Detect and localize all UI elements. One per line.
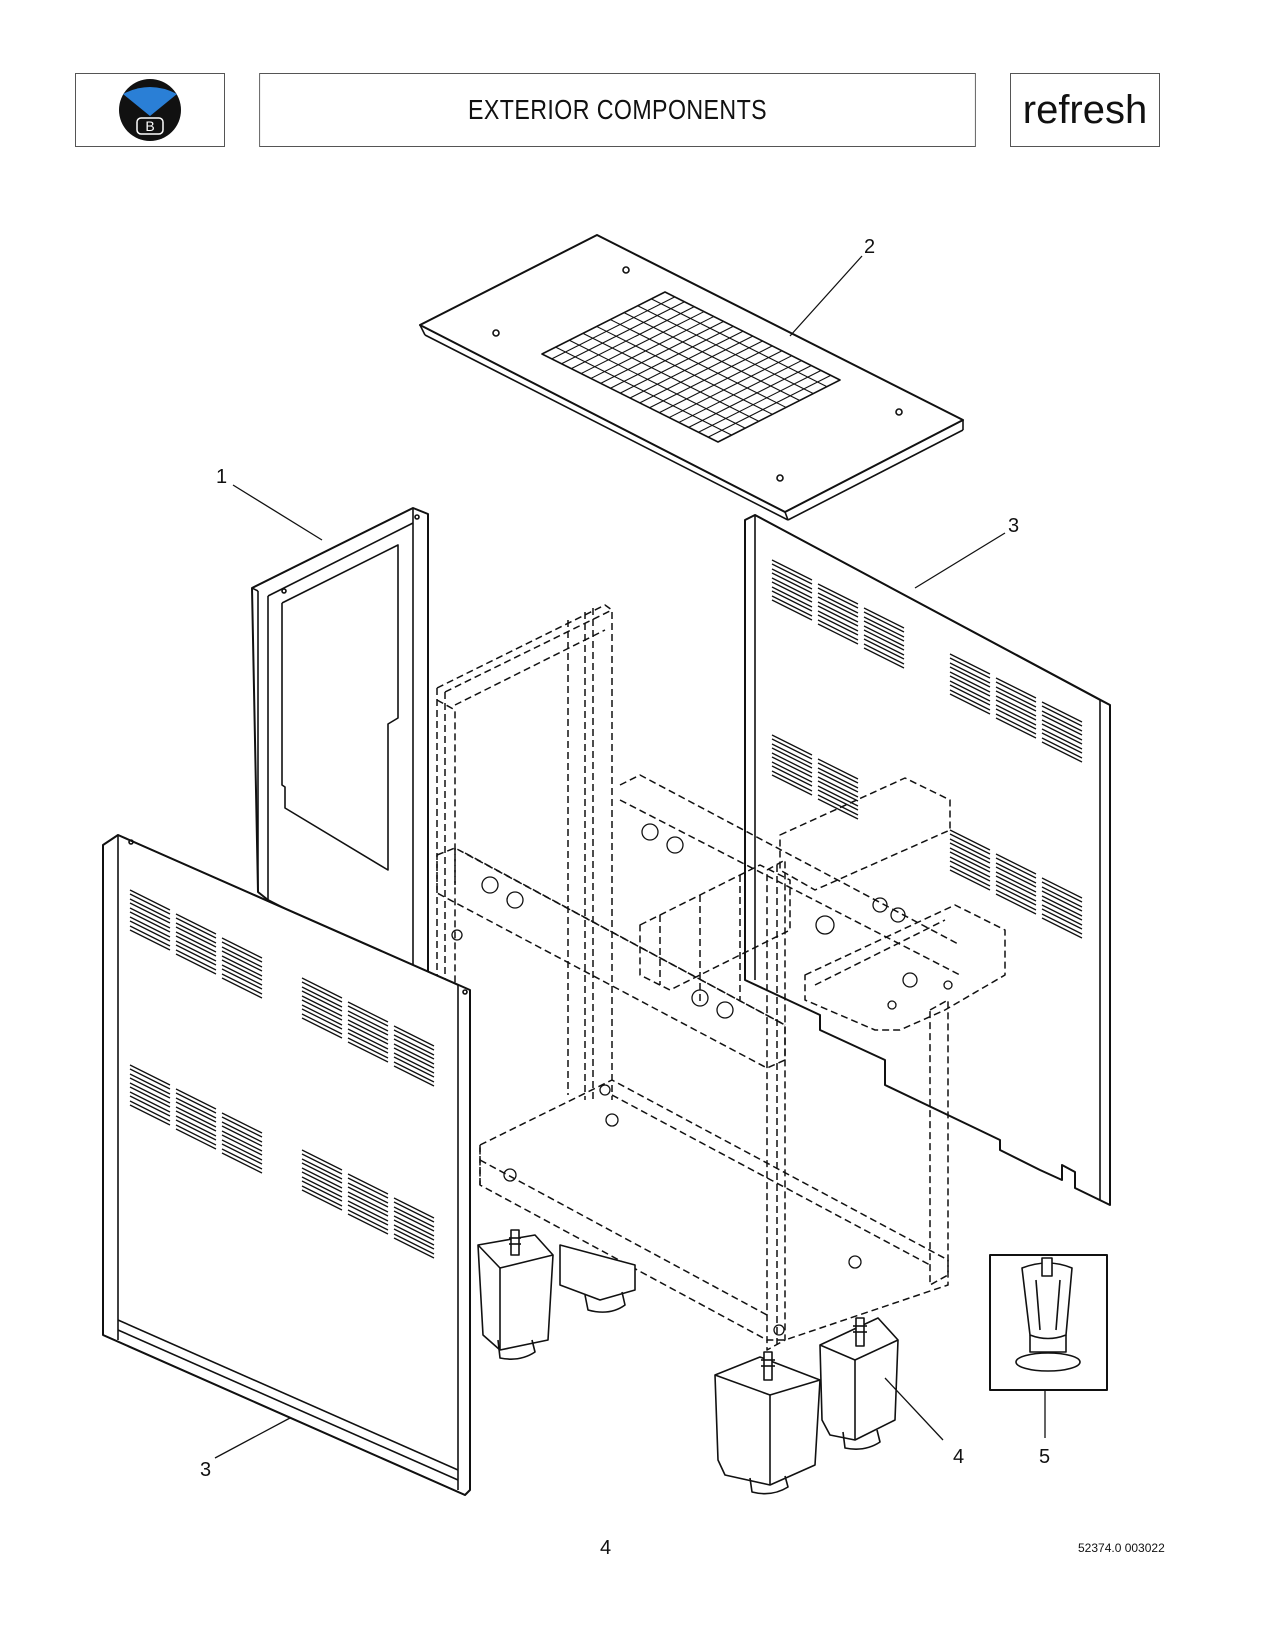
callout-1: 1 (216, 466, 227, 488)
leveling-legs (477, 1229, 899, 1495)
frame-holes (451, 823, 953, 1336)
page-number: 4 (600, 1537, 612, 1559)
page-title: EXTERIOR COMPONENTS (259, 73, 976, 147)
leg-front-right (819, 1317, 899, 1450)
leg-rear-left (477, 1229, 554, 1360)
brand-name: refresh (1010, 73, 1160, 147)
callout-3-front: 3 (200, 1459, 211, 1481)
front-panel (102, 834, 471, 1496)
callout-5: 5 (1039, 1446, 1050, 1468)
callout-2: 2 (864, 236, 875, 258)
top-cover (419, 234, 964, 521)
leg-rear-middle (559, 1244, 636, 1313)
page-title-text: EXTERIOR COMPONENTS (468, 94, 767, 125)
cabinet-frame (436, 604, 1006, 1351)
callout-4: 4 (953, 1446, 964, 1468)
document-code: 52374.0 003022 (1078, 1541, 1165, 1555)
svg-text:B: B (145, 118, 154, 134)
right-side-panel (744, 514, 1111, 1206)
callout-3-right: 3 (1008, 515, 1019, 537)
leg-front-middle (714, 1351, 821, 1495)
logo-cell: B (75, 73, 225, 147)
leader-lines (214, 255, 1046, 1459)
foot-inset (989, 1254, 1108, 1391)
header: B EXTERIOR COMPONENTS refresh (75, 73, 1160, 149)
callout-labels: 2 1 3 3 4 5 (200, 236, 1050, 1481)
brand-logo: B (119, 79, 181, 141)
